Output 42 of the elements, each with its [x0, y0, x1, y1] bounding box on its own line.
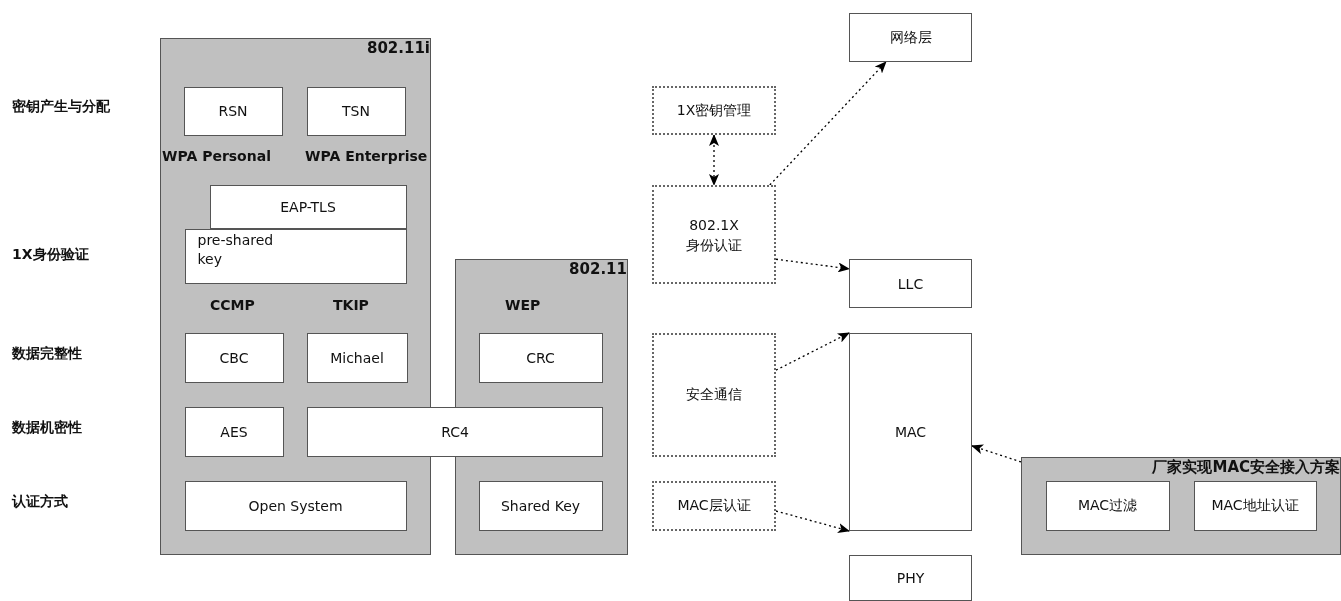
arrow [709, 134, 719, 186]
panel-title: 802.11i [366, 39, 430, 57]
process-box: MAC地址认证 [1193, 480, 1317, 531]
process-box: Open System [184, 480, 407, 531]
dotted-box: 安全通信 [652, 333, 776, 457]
process-box: AES [184, 406, 284, 457]
panel-title: 厂家实现MAC安全接入方案 [1152, 458, 1340, 477]
process-box: EAP-TLS [209, 184, 407, 229]
process-box: MAC过滤 [1045, 480, 1170, 531]
arrow [769, 61, 887, 186]
process-box: MAC [849, 333, 972, 531]
group-panel [1021, 457, 1341, 555]
dotted-box: 802.1X 身份认证 [652, 185, 776, 284]
arrow [971, 444, 1022, 463]
row-label: 数据机密性 [12, 419, 82, 437]
process-box: pre-shared key [184, 228, 407, 284]
group-panel [160, 38, 431, 555]
row-label: 密钥产生与分配 [12, 98, 110, 116]
row-label: 认证方式 [12, 493, 68, 511]
arrow [775, 510, 850, 533]
dotted-box: MAC层认证 [652, 481, 776, 531]
process-box: RSN [183, 86, 283, 136]
protocol-label: WPA Personal [162, 148, 271, 164]
protocol-label: TKIP [333, 297, 369, 313]
process-box: Michael [306, 332, 408, 383]
process-box: CBC [184, 332, 284, 383]
panel-title: 802.11 [569, 260, 627, 278]
process-box: RC4 [307, 407, 603, 457]
protocol-label: WPA Enterprise [305, 148, 428, 164]
process-box: PHY [849, 555, 972, 601]
process-box: Shared Key [478, 480, 603, 531]
row-label: 1X身份验证 [12, 246, 89, 264]
process-box: LLC [849, 259, 972, 308]
process-box: 网络层 [849, 13, 972, 62]
process-box: CRC [478, 332, 603, 383]
arrow [775, 258, 850, 273]
row-label: 数据完整性 [12, 345, 82, 363]
process-box: TSN [306, 86, 406, 136]
protocol-label: WEP [505, 297, 541, 313]
protocol-label: CCMP [210, 297, 255, 313]
arrow [775, 332, 850, 371]
dotted-box: 1X密钥管理 [652, 86, 776, 135]
